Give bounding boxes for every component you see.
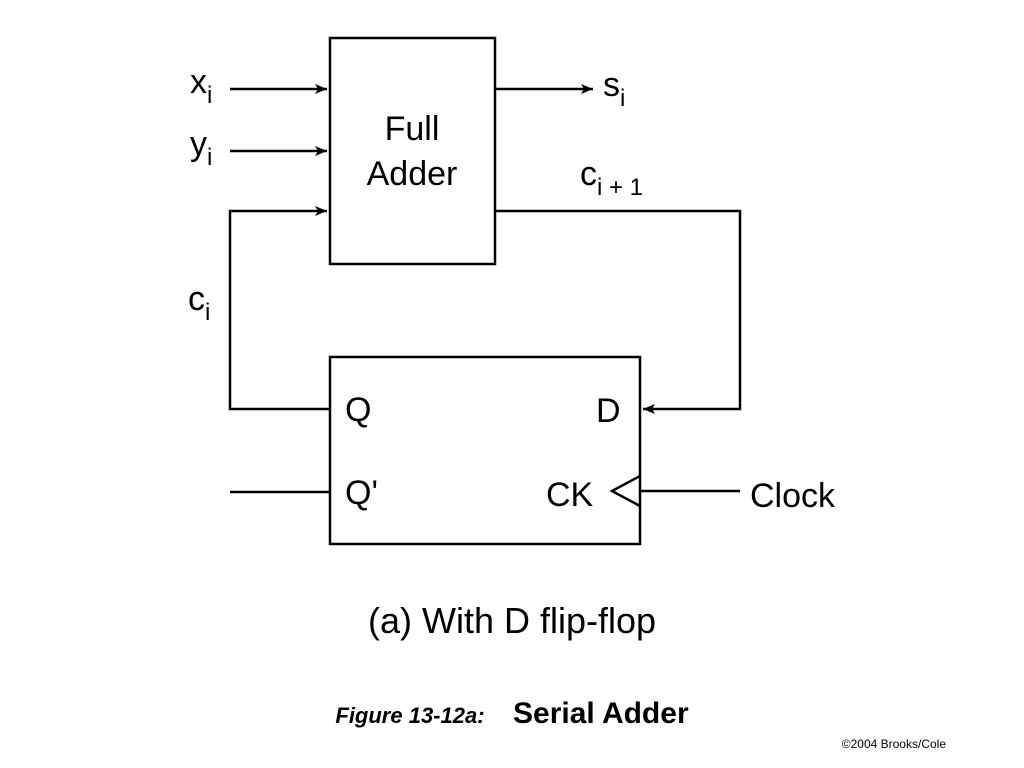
clock-label: Clock <box>750 477 836 515</box>
carry-in-label: ci <box>188 280 210 326</box>
sum-output-label: si <box>603 66 625 112</box>
figure-number: Figure 13-12a: <box>335 703 485 728</box>
circuit-diagram: Full Adder xi yi ci si ci + 1 Q Q' D <box>188 36 836 546</box>
carry-in-wire <box>228 206 330 411</box>
q-bar-output-label: Q' <box>345 474 378 512</box>
copyright-notice: ©2004 Brooks/Cole <box>841 737 946 751</box>
figure-title: Serial Adder <box>513 697 689 730</box>
d-flip-flop-block <box>328 355 642 546</box>
carry-out-label: ci + 1 <box>580 155 643 201</box>
full-adder-label-line2: Adder <box>367 155 458 193</box>
full-adder-block <box>328 36 497 266</box>
full-adder-label-line1: Full <box>385 110 440 148</box>
x-input-label: xi <box>190 63 212 109</box>
clock-triangle-icon <box>609 474 641 508</box>
y-input-label: yi <box>190 125 212 171</box>
diagram-caption: (a) With D flip-flop <box>367 600 657 641</box>
carry-out-wire <box>495 209 742 414</box>
ck-input-label: CK <box>546 476 594 514</box>
figure-caption: Figure 13-12a: Serial Adder <box>0 697 1024 731</box>
d-input-label: D <box>596 392 621 430</box>
q-output-label: Q <box>345 391 371 429</box>
